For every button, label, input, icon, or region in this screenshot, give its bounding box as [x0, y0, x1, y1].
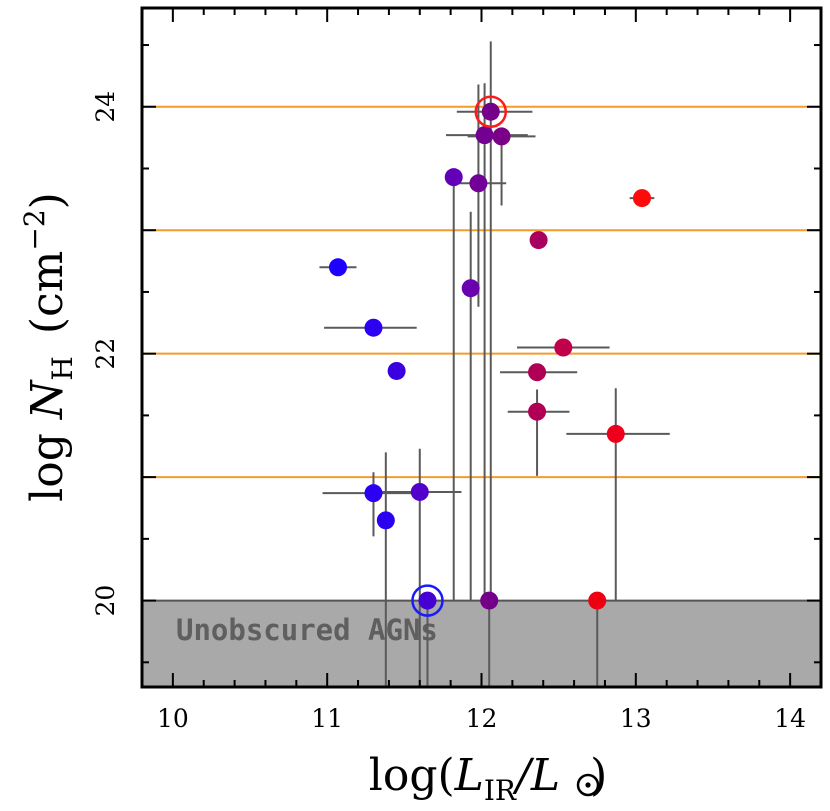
- x-tick-label: 10: [157, 704, 189, 733]
- error-bars: [319, 41, 670, 687]
- y-tick-label: 20: [91, 585, 120, 617]
- data-point: [475, 126, 494, 145]
- x-axis-prefix: log(: [369, 750, 455, 801]
- y-axis-variable: N: [22, 379, 73, 420]
- data-point: [606, 424, 625, 443]
- data-point: [632, 189, 651, 208]
- x-tick-label: 13: [620, 704, 652, 733]
- y-axis-title: log NH (cm−2): [18, 192, 79, 502]
- data-point: [528, 402, 547, 421]
- y-axis-close: ): [22, 192, 73, 209]
- x-tick-label: 11: [311, 704, 343, 733]
- data-point: [364, 484, 383, 503]
- axis-ticks: 10 11 12 13 14 20 22 24: [91, 8, 821, 733]
- data-point: [528, 363, 547, 382]
- data-point: [481, 102, 500, 121]
- data-point: [554, 338, 573, 357]
- data-point: [328, 258, 347, 277]
- sun-symbol: [576, 773, 600, 797]
- data-point: [461, 279, 480, 298]
- y-axis-subscript: H: [46, 356, 79, 380]
- data-point: [376, 511, 395, 530]
- y-axis-exponent: −2: [18, 209, 51, 250]
- data-point: [410, 482, 429, 501]
- y-tick-label: 22: [91, 338, 120, 370]
- x-tick-label: 12: [466, 704, 498, 733]
- x-tick-label: 14: [774, 704, 806, 733]
- y-axis-prefix: log: [22, 419, 73, 502]
- highlight-ring: [411, 584, 444, 617]
- data-point: [469, 174, 488, 193]
- svg-text:log NH(cm−2): log NH (cm−2): [18, 192, 79, 502]
- data-point: [364, 318, 383, 337]
- y-tick-label: 24: [91, 91, 120, 123]
- data-point: [529, 231, 548, 250]
- x-axis-var-L: L: [454, 750, 484, 801]
- plot-frame: [140, 6, 823, 689]
- data-point: [444, 168, 463, 187]
- data-point: [492, 127, 511, 146]
- x-axis-tail: /L: [512, 750, 560, 801]
- data-point: [387, 361, 406, 380]
- unobscured-region-layer: [142, 599, 821, 687]
- data-point: [588, 591, 607, 610]
- y-axis-unit: (cm: [22, 251, 73, 335]
- data-point: [418, 591, 437, 610]
- unobscured-region: [142, 600, 821, 687]
- grid-lines: [142, 105, 821, 479]
- data-points: [328, 95, 651, 617]
- data-point: [480, 591, 499, 610]
- x-axis-title: log(LIR/L): [369, 750, 608, 807]
- unobscured-region-label: Unobscured AGNs: [176, 613, 438, 647]
- highlight-ring: [474, 95, 508, 128]
- x-axis-subscript: IR: [484, 774, 517, 807]
